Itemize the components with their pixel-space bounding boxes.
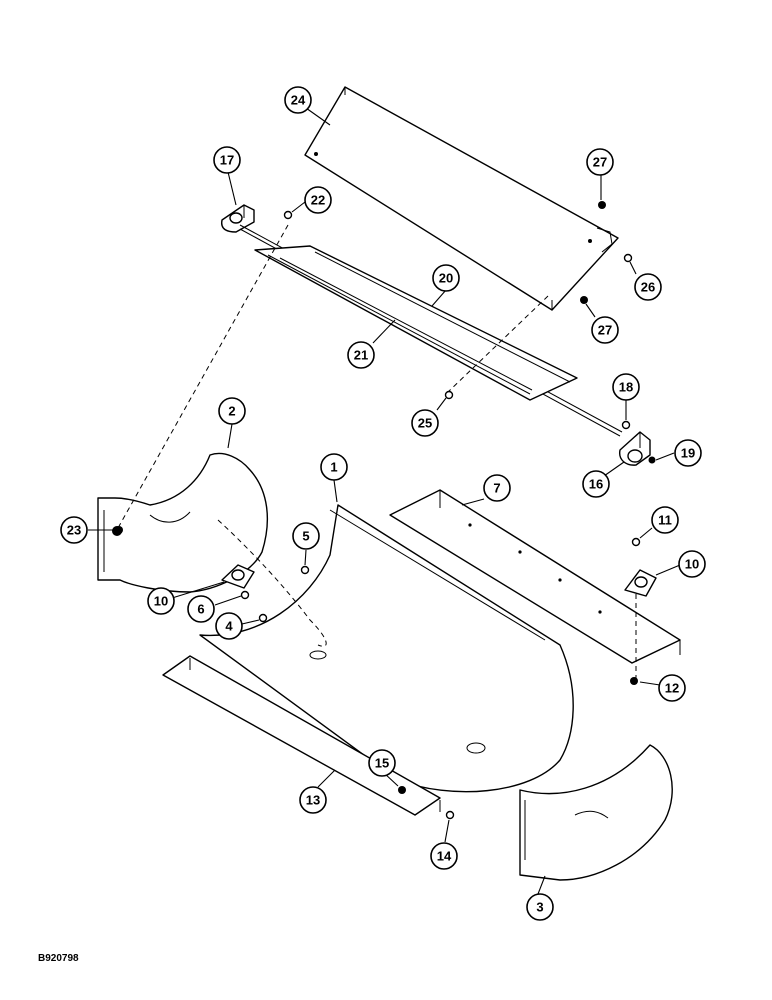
screw-26 xyxy=(623,253,633,263)
screw-4 xyxy=(258,613,268,623)
fasteners xyxy=(115,201,656,820)
svg-text:20: 20 xyxy=(439,271,453,286)
bolt-11 xyxy=(631,537,641,547)
callout-10: 10 xyxy=(147,587,175,615)
callout-18: 18 xyxy=(612,373,640,401)
svg-text:22: 22 xyxy=(311,193,325,208)
callout-11: 11 xyxy=(651,506,679,534)
callout-15: 15 xyxy=(368,749,396,777)
svg-text:13: 13 xyxy=(306,793,320,808)
callout-7: 7 xyxy=(483,474,511,502)
callout-25: 25 xyxy=(411,409,439,437)
svg-text:17: 17 xyxy=(220,153,234,168)
nut-23 xyxy=(115,526,123,534)
callout-22: 22 xyxy=(304,186,332,214)
svg-text:15: 15 xyxy=(375,756,389,771)
part-right-clip xyxy=(624,569,657,597)
svg-text:2: 2 xyxy=(228,404,235,419)
callout-19: 19 xyxy=(674,439,702,467)
callout-24: 24 xyxy=(284,86,312,114)
svg-text:11: 11 xyxy=(658,513,672,528)
callout-12: 12 xyxy=(658,674,686,702)
nut-19 xyxy=(648,456,656,464)
svg-text:21: 21 xyxy=(354,348,368,363)
screw-25 xyxy=(444,390,454,400)
callout-10: 10 xyxy=(678,550,706,578)
svg-text:27: 27 xyxy=(593,155,607,170)
svg-text:23: 23 xyxy=(67,523,81,538)
callout-13: 13 xyxy=(299,786,327,814)
svg-text:24: 24 xyxy=(291,93,306,108)
nut-15 xyxy=(398,786,406,794)
callout-16: 16 xyxy=(582,470,610,498)
part-mounting-channel xyxy=(389,489,681,664)
callout-1: 1 xyxy=(320,453,348,481)
nut-6 xyxy=(240,590,250,600)
part-seal-strip xyxy=(254,245,578,401)
alignment-lines xyxy=(117,224,637,680)
callout-6: 6 xyxy=(187,595,215,623)
svg-text:4: 4 xyxy=(225,619,233,634)
svg-text:19: 19 xyxy=(681,446,695,461)
part-top-cover-panel xyxy=(304,86,619,311)
callout-21: 21 xyxy=(347,341,375,369)
part-right-end-panel xyxy=(519,744,673,881)
part-main-trough xyxy=(199,504,574,793)
screw-22 xyxy=(283,210,293,220)
svg-text:12: 12 xyxy=(665,681,679,696)
svg-text:26: 26 xyxy=(641,280,655,295)
svg-text:10: 10 xyxy=(685,557,699,572)
nut-12 xyxy=(630,677,638,685)
callout-14: 14 xyxy=(430,842,458,870)
leader-lines xyxy=(88,107,681,895)
callout-2: 2 xyxy=(218,397,246,425)
nut-27-bottom xyxy=(580,296,588,304)
svg-text:1: 1 xyxy=(330,460,337,475)
callout-17: 17 xyxy=(213,146,241,174)
callout-3: 3 xyxy=(526,893,554,921)
screw-14 xyxy=(445,810,455,820)
part-left-clip xyxy=(221,564,255,589)
callout-5: 5 xyxy=(292,522,320,550)
callout-20: 20 xyxy=(432,264,460,292)
svg-text:10: 10 xyxy=(154,594,168,609)
callout-27: 27 xyxy=(591,316,619,344)
svg-text:3: 3 xyxy=(536,900,543,915)
callout-4: 4 xyxy=(215,612,243,640)
part-left-bracket xyxy=(221,204,255,233)
document-id: B920798 xyxy=(38,953,79,964)
part-right-bracket xyxy=(619,431,651,466)
callout-26: 26 xyxy=(634,273,662,301)
svg-text:5: 5 xyxy=(302,529,309,544)
svg-text:14: 14 xyxy=(437,849,452,864)
svg-text:6: 6 xyxy=(197,602,204,617)
nut-27-top xyxy=(598,201,606,209)
svg-text:7: 7 xyxy=(493,481,500,496)
callout-23: 23 xyxy=(60,516,88,544)
svg-text:16: 16 xyxy=(589,477,603,492)
svg-text:18: 18 xyxy=(619,380,633,395)
screw-18 xyxy=(621,420,631,430)
callout-27: 27 xyxy=(586,148,614,176)
bolt-5 xyxy=(300,565,310,575)
part-lower-bar xyxy=(162,655,441,816)
svg-text:25: 25 xyxy=(418,416,432,431)
svg-text:27: 27 xyxy=(598,323,612,338)
